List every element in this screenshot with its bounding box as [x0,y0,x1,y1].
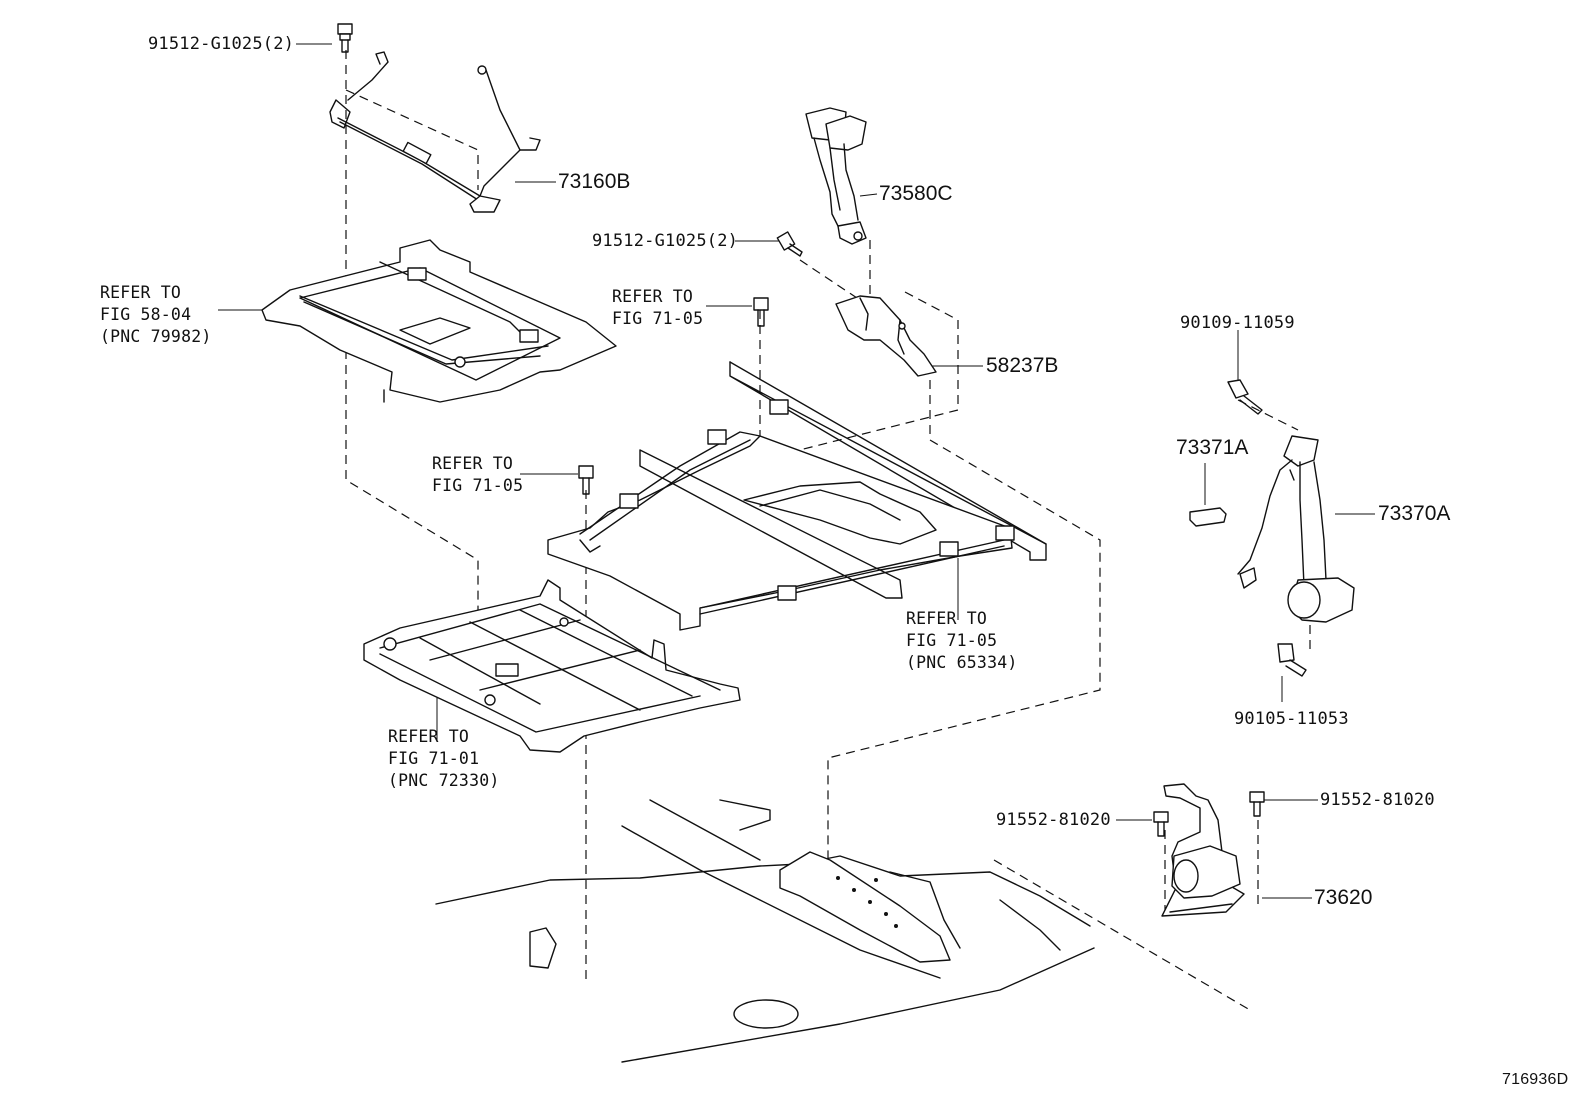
bolt-right-bottom-icon [1277,643,1307,677]
ref-note-fig-58-04: REFER TO FIG 58-04 (PNC 79982) [100,282,211,348]
part-label-bracket: 58237B [986,354,1059,377]
bracket-part [835,295,937,377]
lower-seat-frame [363,579,741,753]
part-label-bolt-right-bottom: 90105-11053 [1234,709,1349,729]
part-label-clip: 73371A [1176,436,1249,459]
ref-note-fig-71-05-pnc: REFER TO FIG 71-05 (PNC 65334) [906,608,1017,674]
ref-line: FIG 71-05 [906,631,998,650]
part-label-bolt-top-left: 91512-G1025(2) [148,34,295,54]
ref-line: FIG 71-05 [432,476,524,495]
part-label-cable-assy: 73160B [558,170,631,193]
bolt-ref-left-icon [578,465,594,495]
part-label-bolt-right-top: 90109-11059 [1180,313,1295,333]
ref-note-fig-71-01: REFER TO FIG 71-01 (PNC 72330) [388,726,499,792]
part-label-bolt-lower-right: 91552-81020 [1320,790,1435,810]
ref-line: REFER TO [388,727,470,746]
bolt-top-left-icon [337,23,353,53]
part-label-buckle: 73580C [879,182,953,205]
ref-line: FIG 58-04 [100,305,192,324]
part-label-retractor: 73620 [1314,886,1373,909]
ref-note-fig-71-05-left: REFER TO FIG 71-05 [432,453,523,497]
cable-assembly-part [329,51,541,213]
bolt-lower-right-icon [1249,791,1265,817]
floor-pan [435,799,1095,1063]
middle-seat-frame [547,361,1047,631]
diagram-id: 716936D [1502,1071,1569,1088]
bolt-ref-top-icon [753,297,769,327]
ref-line: REFER TO [432,454,514,473]
retractor-part [1161,783,1245,917]
clip-part [1189,507,1227,527]
bolt-mid-icon [776,231,803,257]
part-label-bolt-mid: 91512-G1025(2) [592,231,739,251]
part-label-belt-assy: 73370A [1378,502,1451,525]
ref-line: REFER TO [100,283,182,302]
part-label-bolt-lower-left: 91552-81020 [996,810,1111,830]
bolt-lower-left-icon [1153,811,1169,837]
ref-line: (PNC 72330) [388,771,500,790]
ref-line: (PNC 65334) [906,653,1018,672]
ref-line: REFER TO [906,609,988,628]
bolt-right-top-icon [1227,379,1263,415]
ref-note-fig-71-05-top: REFER TO FIG 71-05 [612,286,703,330]
upper-seat-panel [261,239,617,403]
leader-lines [218,43,1375,899]
belt-assembly-part [1237,435,1355,623]
ref-line: (PNC 79982) [100,327,212,346]
ref-line: FIG 71-01 [388,749,480,768]
ref-line: FIG 71-05 [612,309,704,328]
ref-line: REFER TO [612,287,694,306]
buckle-part [805,107,867,245]
